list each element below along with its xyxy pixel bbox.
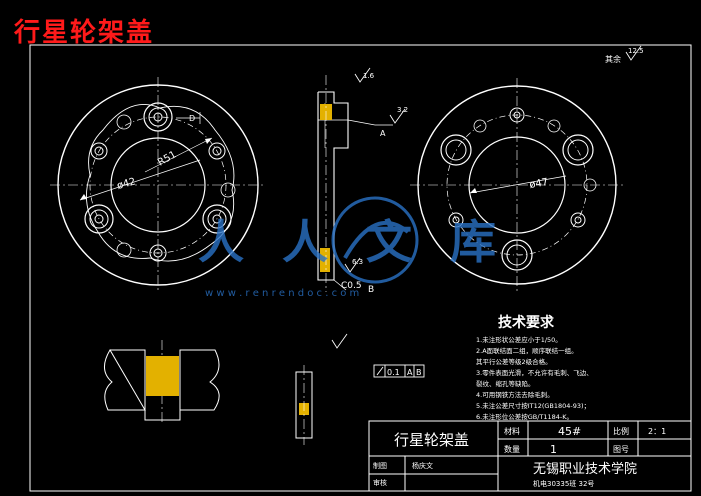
small-section-view [295,365,313,445]
left-bolt-hole-2 [90,142,108,160]
section-label-d: D [189,114,195,123]
left-radius-label: R51 [156,149,179,168]
quantity-label: 数量 [504,444,520,454]
roughness-bottom-value: 6.3 [352,258,363,266]
tolerance-value: 0.1 [387,368,400,377]
roughness-mid-value: 3.2 [397,106,408,114]
tech-req-item: 3.零件表面光滑，不允许有毛刺、飞边、 [476,368,593,377]
tech-req-item: 1.未注形状公差应小于1/50。 [476,335,562,344]
left-bolt-hole-1 [208,142,226,160]
tolerance-datum-b: B [416,368,422,377]
tech-req-item: 4.可用钢铁方法去除毛刺。 [476,390,554,399]
left-lobe-contour [85,104,235,262]
tech-req-item: 5.未注公差尺寸按IT12(GB1804-93)； [476,401,590,410]
page-title: 行星轮架盖 [14,18,155,48]
tech-req-item: 6.未注形位公差按GB/T1184-K。 [476,412,573,421]
tech-req-item: 2.A面联结面二组，顺序联结一组。 [476,346,578,355]
drawing-no-label: 图号 [613,445,629,454]
drawer-label: 制图 [373,461,387,470]
scale-label: 比例 [613,426,629,436]
bottom-profile-view [104,340,220,425]
part-name: 行星轮架盖 [394,431,469,449]
drawing-border [29,44,692,492]
title-block [368,420,692,492]
section-label-b: B [368,285,374,295]
reviewer-label: 审核 [373,478,387,487]
section-label-a: A [380,129,386,138]
left-pin-boss-lower-right [202,204,232,234]
roughness-top-value: 1.6 [363,72,375,80]
watermark: 人人文库 w w w . r e n r e n d o c . c o m [198,196,534,299]
roughness-symbols [331,45,642,349]
tolerance-datum-a: A [407,368,413,377]
chamfer-label: C0.5 [341,281,362,291]
watermark-text: 人人文库 [198,215,534,269]
roughness-other-value: 12.5 [628,47,644,55]
material-label: 材料 [504,426,520,436]
tech-req-item: 裂纹、缩孔等缺陷。 [476,379,535,388]
right-rear-view [410,78,624,292]
watermark-url: w w w . r e n r e n d o c . c o m [205,288,359,299]
roughness-other-label: 其余 [605,54,621,64]
left-diameter-label: ø42 [116,176,137,192]
quantity-value: 1 [550,443,557,456]
tech-req-list: 1.未注形状公差应小于1/50。 2.A面联结面二组，顺序联结一组。 其平行公差… [476,335,593,421]
left-front-view [50,77,266,293]
left-pin-boss-lower-left [84,204,114,234]
section-view [317,75,393,292]
scale-value: 2：1 [648,427,666,436]
material-value: 45# [558,425,581,438]
tolerance-frame [373,364,425,378]
right-diameter-label: ø47 [529,177,549,191]
school-name: 无锡职业技术学院 [533,461,637,477]
class-info: 机电30335班 32号 [533,479,594,488]
tech-req-item: 其平行公差等级2级合格。 [476,357,552,366]
drawer-value: 杨庆文 [412,461,433,470]
tech-req-title: 技术要求 [498,314,555,331]
